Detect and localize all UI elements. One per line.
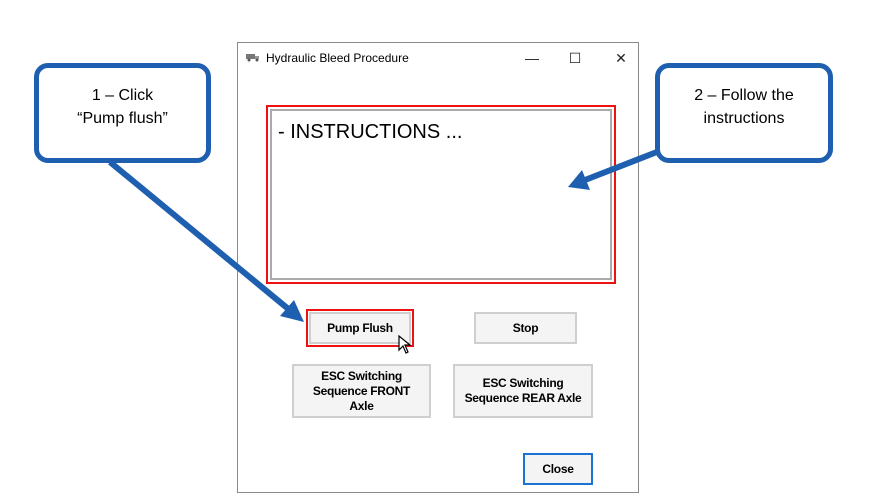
callout-step-2: 2 – Follow the instructions bbox=[655, 63, 833, 163]
maximize-button[interactable]: ☐ bbox=[568, 50, 582, 66]
arrow-to-pump-flush bbox=[108, 159, 294, 315]
window-close-button[interactable]: ✕ bbox=[615, 50, 627, 66]
minimize-button[interactable]: — bbox=[525, 50, 539, 66]
arrow-to-instructions bbox=[583, 147, 664, 183]
arrow-head-2 bbox=[568, 170, 590, 190]
callout-step-2-line1: 2 – Follow the bbox=[694, 87, 794, 104]
callout-step-2-line2: instructions bbox=[703, 110, 785, 127]
instructions-highlight: - INSTRUCTIONS ... bbox=[266, 105, 616, 284]
callout-step-1: 1 – Click “Pump flush” bbox=[34, 63, 211, 163]
esc-front-axle-button[interactable]: ESC Switching Sequence FRONT Axle bbox=[292, 364, 431, 418]
instructions-textbox[interactable]: - INSTRUCTIONS ... bbox=[270, 109, 612, 280]
mouse-cursor-icon bbox=[398, 335, 412, 354]
stop-button[interactable]: Stop bbox=[474, 312, 577, 344]
dialog-window: Hydraulic Bleed Procedure — ☐ ✕ - INSTRU… bbox=[237, 42, 639, 493]
close-button[interactable]: Close bbox=[523, 453, 593, 485]
callout-step-1-line2: “Pump flush” bbox=[77, 110, 168, 127]
esc-rear-axle-button[interactable]: ESC Switching Sequence REAR Axle bbox=[453, 364, 593, 418]
pump-flush-button[interactable]: Pump Flush bbox=[309, 312, 411, 344]
pump-flush-highlight bbox=[306, 309, 414, 347]
callout-step-1-line1: 1 – Click bbox=[91, 87, 154, 104]
arrow-head-1 bbox=[280, 300, 304, 322]
window-title: Hydraulic Bleed Procedure bbox=[266, 51, 409, 65]
truck-icon bbox=[246, 54, 259, 62]
